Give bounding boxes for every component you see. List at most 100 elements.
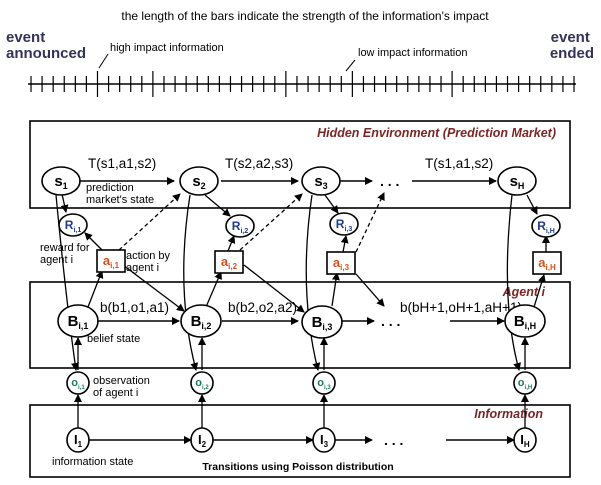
observation-line-1: observation [93,375,150,387]
observation-node-4-subscript: i,H [525,385,533,391]
info-node-1-shape [66,427,90,453]
event-announced-label: event announced [6,29,86,62]
observation-node-3-subscript: i,3 [324,385,331,391]
event-announced-line-2: announced [6,45,86,62]
edge-a3-r3 [340,235,349,253]
action-node-4: ai,H [532,251,562,275]
state-node-3-label: s3 [314,173,327,191]
belief-node-3: Bi,3 [301,305,343,339]
belief-node-3-shape [301,305,343,339]
info-node-3-subscript: 3 [324,440,329,449]
low-impact-label: low impact information [358,47,467,59]
edge-b2-a2 [205,271,222,308]
observation-node-2-subscript: i,2 [202,385,209,391]
action-node-3-shape [326,251,356,275]
state-node-4-subscript: H [518,181,525,191]
belief-node-4-symbol: B [514,313,525,330]
action-node-3-subscript: i,3 [340,263,349,272]
state-node-3-subscript: 3 [323,181,328,191]
state-node-3-shape [301,166,341,196]
reward-for-line-2: agent i [40,254,73,266]
belief-node-1-label: Bi,1 [68,313,89,331]
event-ended-label: event ended [550,29,594,62]
edge-a2-r2 [227,235,236,252]
state-node-4-symbol: s [510,173,518,190]
observation-node-1-shape [66,371,90,395]
belief-update-label-1: b(b1,o1,a1) [100,300,169,315]
reward-node-1-subscript: i,1 [73,227,81,234]
reward-for-note: reward for agent i [40,242,93,266]
edge-s1-r1 [60,193,69,213]
header-caption: the length of the bars indicate the stre… [121,9,489,23]
action-node-2-subscript: i,2 [228,262,237,271]
reward-node-3-subscript: i,3 [344,226,352,233]
info-node-2-subscript: 2 [202,440,207,449]
action-node-1-label: ai,1 [103,253,120,270]
observation-node-2: oi,2 [190,371,214,395]
edge-a1-b2 [122,264,185,312]
info-node-4-subscript: H [524,440,530,449]
edge-sH-rH [526,194,538,215]
edge-sH-oH [506,194,522,371]
observation-node-4-shape [513,371,537,395]
agent-title: Agent i [502,285,546,299]
belief-node-4-subscript: i,H [525,321,537,331]
environment-title: Hidden Environment (Prediction Market) [317,126,556,140]
observation-node-4-label: oi,H [518,377,532,391]
belief-node-4-label: Bi,H [514,313,536,331]
observation-node-2-label: oi,2 [195,377,209,391]
info-node-1-subscript: 1 [78,440,83,449]
state-node-1: s1 [41,166,81,196]
agent-box [29,281,571,369]
belief-node-1-shape [57,304,99,338]
belief-node-3-subscript: i,3 [322,322,332,332]
action-node-1-subscript: i,1 [110,261,119,270]
reward-node-1-symbol: R [65,218,74,232]
info-node-1-label: I1 [74,432,83,449]
state-node-1-label: s1 [54,173,67,191]
reward-node-3-symbol: R [336,217,345,231]
low-impact-pointer [345,59,356,72]
market-state-note: prediction market's state [86,182,154,206]
reward-node-4-label: Ri,H [537,219,555,235]
transition-label-2: T(s2,a2,s3) [225,156,293,171]
action-node-2-shape [214,250,244,274]
reward-node-3: Ri,3 [329,212,359,236]
edge-bH-aH [533,274,546,308]
info-node-1-symbol: I [74,432,78,447]
info-node-3-symbol: I [320,432,324,447]
state-node-2-label: s2 [192,173,205,191]
observation-node-1-subscript: i,1 [78,385,85,391]
belief-node-1: Bi,1 [57,304,99,338]
observation-line-2: of agent i [93,387,138,399]
info-node-4-symbol: I [520,432,524,447]
observation-node-2-symbol: o [195,377,202,389]
info-node-2-symbol: I [198,432,202,447]
action-by-line-1: action by [126,250,171,262]
info-node-3: I3 [312,427,336,453]
belief-node-2-label: Bi,2 [191,313,212,331]
edge-a1-r1 [84,232,103,251]
state-node-2-symbol: s [192,173,200,190]
info-node-2: I2 [190,427,214,453]
state-node-3-symbol: s [314,173,322,190]
state-node-1-symbol: s [54,173,62,190]
ellipsis-info: . . . [384,432,403,448]
reward-node-4: Ri,H [531,214,561,238]
information-box [29,404,571,478]
belief-node-1-symbol: B [68,313,79,330]
state-node-4-shape [497,166,537,196]
action-node-2: ai,2 [214,250,244,274]
belief-node-2: Bi,2 [180,304,222,338]
reward-node-4-shape [531,214,561,238]
belief-node-1-subscript: i,1 [78,321,88,331]
info-node-3-label: I3 [320,432,329,449]
state-node-4-label: sH [510,173,525,191]
belief-node-2-shape [180,304,222,338]
transition-label-3: T(s1,a1,s2) [425,156,493,171]
reward-node-2-subscript: i,2 [240,228,248,235]
belief-node-2-symbol: B [191,313,202,330]
info-node-4-label: IH [520,432,530,449]
